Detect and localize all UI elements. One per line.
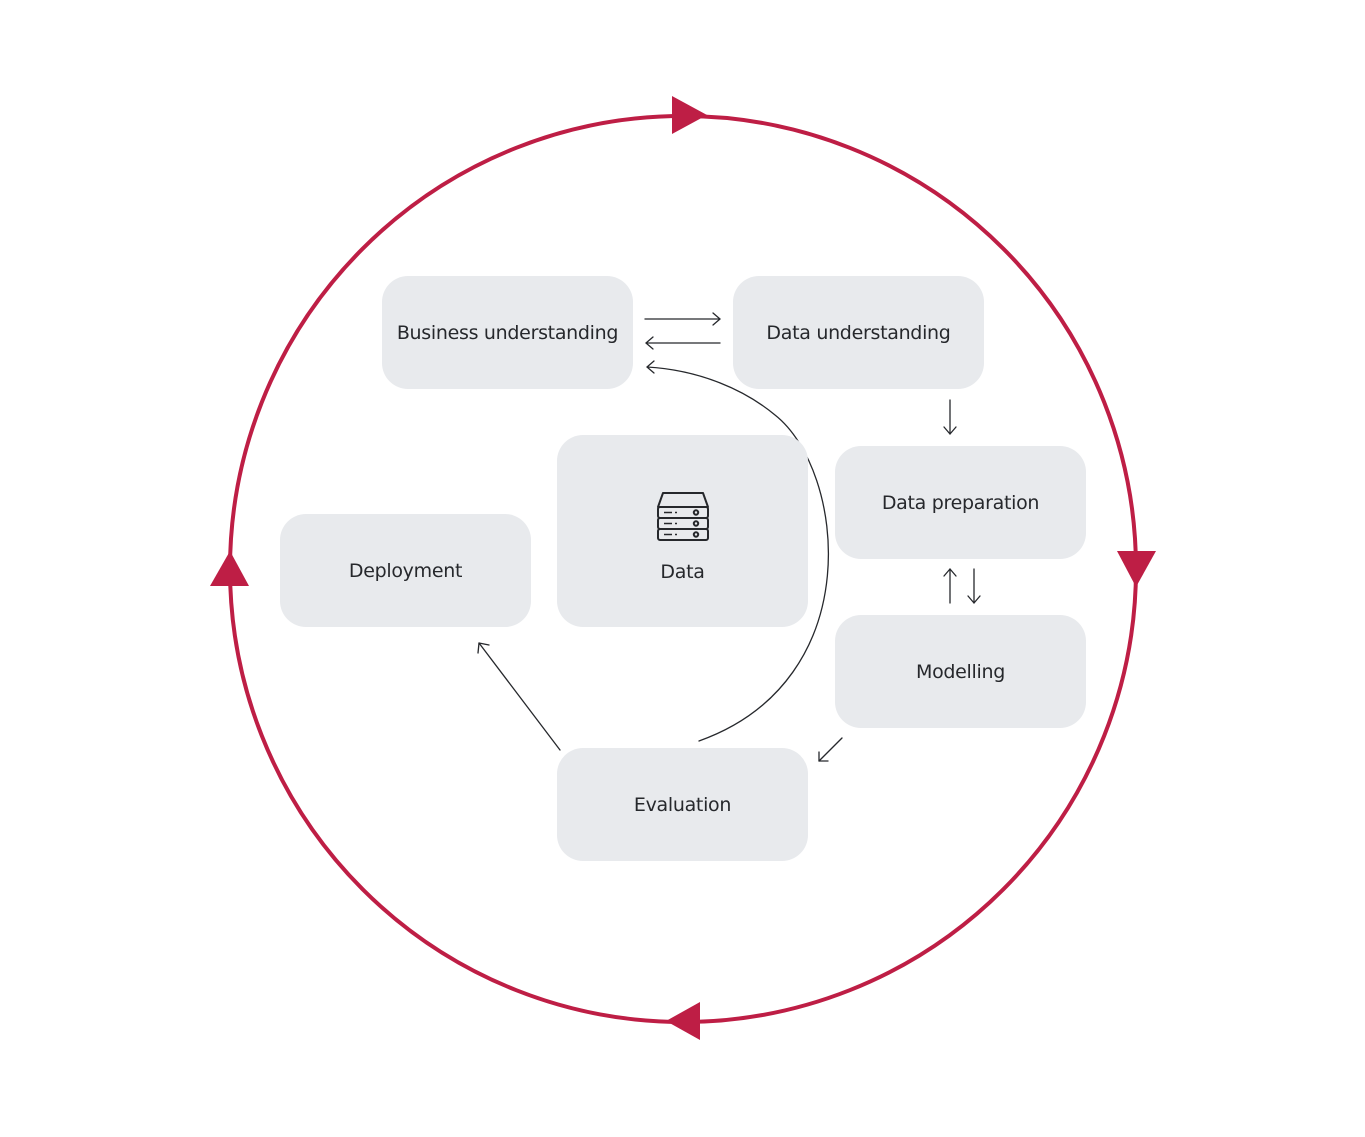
arrow-preparation-to-modelling (967, 568, 981, 604)
arrow-data-understanding-to-preparation (943, 399, 957, 435)
business-understanding-node[interactable]: Business understanding (382, 276, 633, 389)
deployment-node[interactable]: Deployment (280, 514, 531, 627)
arrow-data-understanding-to-business (645, 336, 721, 350)
arrow-modelling-to-evaluation (818, 737, 843, 762)
data-preparation-node[interactable]: Data preparation (835, 446, 1086, 559)
evaluation-label: Evaluation (633, 793, 732, 816)
cycle-arrow-top-icon (672, 96, 707, 134)
evaluation-node[interactable]: Evaluation (557, 748, 808, 861)
data-preparation-label: Data preparation (881, 491, 1040, 514)
data-understanding-node[interactable]: Data understanding (733, 276, 984, 389)
business-understanding-label: Business understanding (396, 321, 619, 344)
cycle-arrow-bottom-icon (666, 1002, 700, 1040)
arrow-business-to-data-understanding (644, 312, 721, 326)
modelling-node[interactable]: Modelling (835, 615, 1086, 728)
arrow-evaluation-to-deployment (477, 642, 561, 751)
data-understanding-label: Data understanding (766, 321, 951, 344)
data-node[interactable]: Data (557, 435, 808, 627)
cycle-arrow-right-icon (1117, 551, 1156, 587)
deployment-label: Deployment (348, 559, 463, 582)
data-label: Data (660, 561, 705, 583)
cycle-arrow-left-icon (210, 551, 249, 586)
arrow-modelling-to-preparation (943, 568, 957, 604)
modelling-label: Modelling (915, 660, 1005, 683)
database-server-icon (656, 492, 709, 541)
